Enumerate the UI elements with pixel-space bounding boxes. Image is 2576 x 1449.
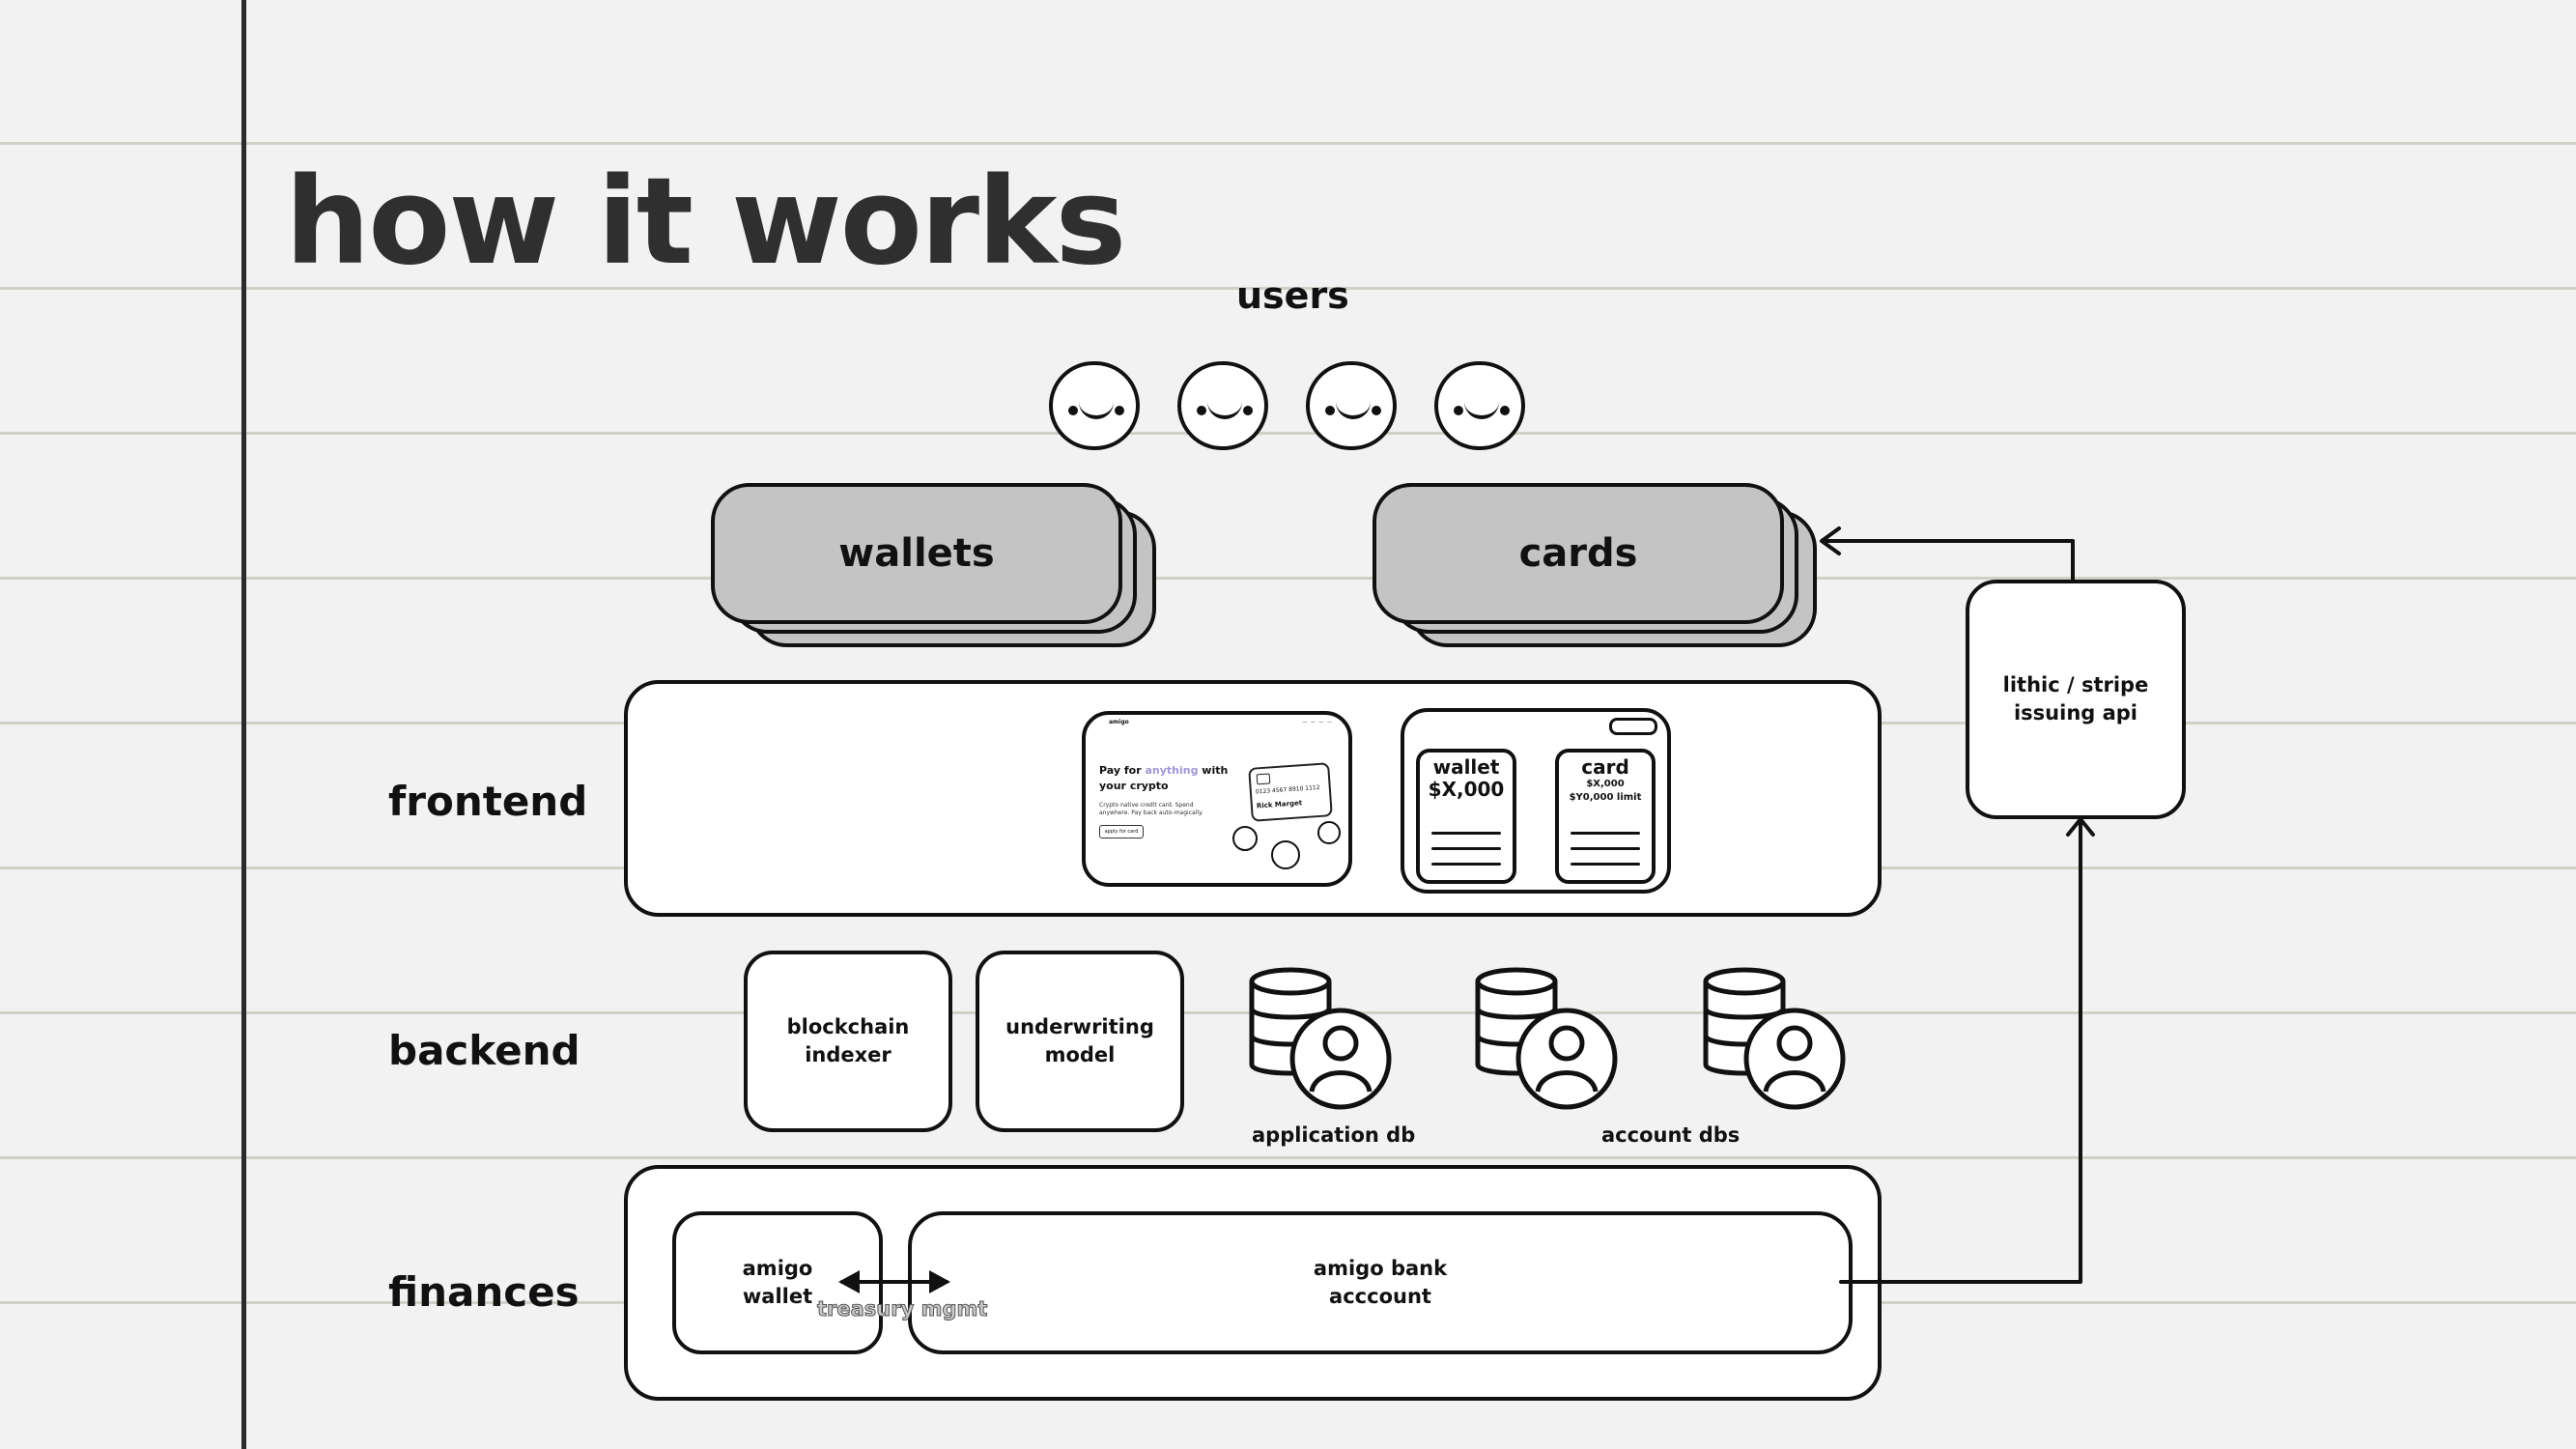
slide-title: how it works: [285, 153, 1126, 292]
card-mini-limit: $Y0,000 limit: [1569, 792, 1642, 803]
mini-face-icon: [1271, 840, 1300, 869]
database-user-icon: [1475, 967, 1618, 1110]
mini-face-icon: [1232, 826, 1258, 851]
phone-preview: wallet $X,000 card $X,000 $Y0,000 limit: [1401, 708, 1671, 894]
layer-label-finances: finances: [388, 1268, 580, 1316]
underwriting-model-line: model: [1044, 1043, 1116, 1066]
rule-line: [0, 287, 2576, 290]
amigo-wallet-line: wallet: [742, 1285, 813, 1308]
arrow-head-icon: [2066, 817, 2095, 837]
users-label: users: [1236, 274, 1349, 317]
database-user-icon: [1703, 967, 1846, 1110]
treasury-mgmt-label: treasury mgmt: [816, 1297, 988, 1321]
wallet-mini-card: wallet $X,000: [1416, 749, 1516, 884]
rule-line: [0, 577, 2576, 580]
amigo-bank-line: amigo bank: [1313, 1256, 1448, 1280]
cards-card: cards: [1373, 483, 1784, 624]
phone-pill: [1609, 718, 1657, 735]
user-face-icon: [1049, 361, 1140, 450]
user-face-icon: [1177, 361, 1268, 450]
wallet-mini-amount: $X,000: [1428, 778, 1505, 801]
underwriting-model-box: underwriting model: [976, 951, 1184, 1132]
web-preview-logo: amigo: [1109, 719, 1129, 725]
margin-line: [241, 0, 246, 1449]
finances-container: [624, 1165, 1882, 1401]
issuing-api-line: issuing api: [2013, 701, 2138, 724]
wallet-mini-title: wallet: [1432, 755, 1500, 779]
rule-line: [0, 142, 2576, 145]
bank-to-api-connector: [1839, 819, 2082, 1284]
issuing-api-box: lithic / stripe issuing api: [1966, 580, 2186, 819]
web-preview-subtext: Crypto native credit card. Spend anywher…: [1099, 802, 1203, 817]
api-to-cards-connector: [1822, 539, 2075, 582]
web-preview-button: apply for card: [1099, 825, 1144, 838]
database-user-icon: [1249, 967, 1392, 1110]
mini-face-icon: [1317, 821, 1341, 844]
layer-label-backend: backend: [388, 1027, 580, 1074]
arrow-head-icon: [929, 1270, 950, 1293]
arrow-head-icon: [1820, 526, 1841, 555]
web-preview-hero: Pay for anything with your crypto: [1099, 764, 1229, 792]
blockchain-indexer-box: blockchain indexer: [744, 951, 952, 1132]
account-dbs-label: account dbs: [1601, 1123, 1741, 1147]
application-db-label: application db: [1252, 1123, 1416, 1147]
card-mini-title: card: [1581, 755, 1629, 779]
arrow-head-icon: [838, 1270, 860, 1293]
web-preview-nav: — — — —: [1302, 720, 1333, 725]
card-mini-card: card $X,000 $Y0,000 limit: [1555, 749, 1656, 884]
blockchain-indexer-line: blockchain: [786, 1014, 910, 1038]
rule-line: [0, 432, 2576, 435]
web-preview: amigo — — — — Pay for anything with your…: [1082, 711, 1352, 887]
issuing-api-line: lithic / stripe: [2002, 672, 2149, 696]
blockchain-indexer-line: indexer: [805, 1043, 892, 1066]
user-face-icon: [1306, 361, 1397, 450]
underwriting-model-line: underwriting: [1005, 1014, 1154, 1038]
layer-label-frontend: frontend: [388, 778, 588, 825]
rule-line: [0, 1156, 2576, 1159]
wallets-card: wallets: [711, 483, 1122, 624]
card-mini-amount: $X,000: [1586, 779, 1625, 789]
amigo-wallet-line: amigo: [742, 1256, 813, 1280]
amigo-bank-line: acccount: [1329, 1285, 1431, 1308]
user-face-icon: [1434, 361, 1525, 450]
